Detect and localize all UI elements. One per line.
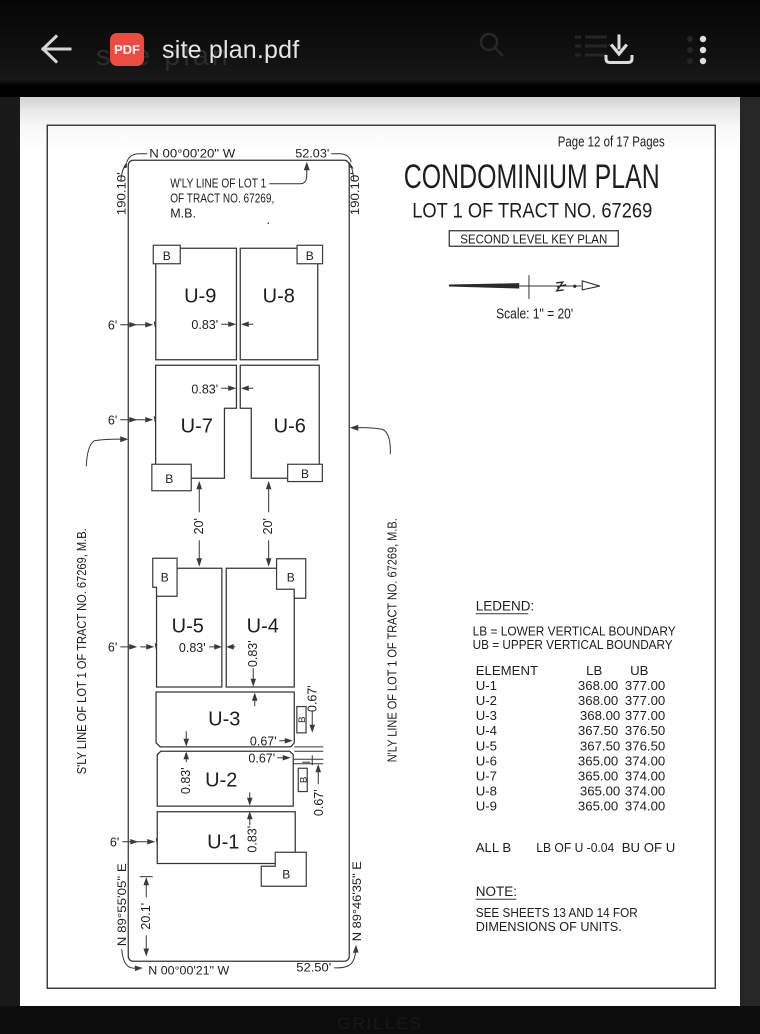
- svg-text:365.00: 365.00: [578, 753, 618, 768]
- svg-text:DIMENSIONS OF UNITS.: DIMENSIONS OF UNITS.: [476, 919, 622, 934]
- svg-text:CONDOMINIUM PLAN: CONDOMINIUM PLAN: [404, 158, 660, 196]
- svg-text:N 00°00'21" W: N 00°00'21" W: [148, 963, 230, 977]
- svg-text:0.83': 0.83': [191, 382, 218, 396]
- svg-text:LB OF U -0.04: LB OF U -0.04: [536, 840, 614, 855]
- svg-text:U-5: U-5: [172, 615, 204, 637]
- svg-text:367.50: 367.50: [580, 738, 620, 753]
- svg-text:SECOND LEVEL KEY PLAN: SECOND LEVEL KEY PLAN: [460, 232, 607, 246]
- svg-text:N 89°55'05" E: N 89°55'05" E: [115, 863, 129, 946]
- svg-text:368.00: 368.00: [578, 678, 618, 693]
- svg-text:377.00: 377.00: [625, 678, 665, 693]
- svg-text:ELEMENT: ELEMENT: [476, 663, 538, 678]
- svg-text:NOTE:: NOTE:: [476, 884, 517, 899]
- svg-text:374.00: 374.00: [625, 768, 665, 783]
- svg-text:U-7: U-7: [476, 768, 497, 783]
- svg-text:U-4: U-4: [476, 723, 497, 738]
- svg-text:U-6: U-6: [274, 415, 306, 437]
- svg-text:20.1': 20.1': [139, 903, 153, 930]
- svg-text:6': 6': [108, 413, 117, 427]
- svg-text:0.67': 0.67': [248, 751, 275, 765]
- svg-text:376.50: 376.50: [625, 738, 665, 753]
- svg-text:LOT 1 OF TRACT NO. 67269: LOT 1 OF TRACT NO. 67269: [412, 199, 652, 222]
- svg-text:6': 6': [110, 835, 119, 849]
- svg-text:0.67': 0.67': [312, 789, 326, 816]
- svg-text:B: B: [161, 570, 169, 584]
- svg-text:365.00: 365.00: [578, 799, 618, 814]
- svg-text:B: B: [282, 867, 290, 881]
- svg-text:365.00: 365.00: [580, 784, 620, 799]
- svg-text:368.00: 368.00: [578, 693, 618, 708]
- svg-text:U-7: U-7: [181, 415, 213, 437]
- svg-text:B: B: [297, 716, 308, 722]
- svg-text:U-4: U-4: [247, 615, 279, 637]
- svg-text:ALL B: ALL B: [476, 840, 512, 855]
- svg-text:U-1: U-1: [207, 831, 239, 853]
- svg-text:BU OF U: BU OF U: [622, 840, 675, 855]
- svg-text:U-9: U-9: [476, 799, 497, 814]
- svg-text:U-5: U-5: [476, 738, 497, 753]
- svg-text:52.03': 52.03': [295, 146, 329, 160]
- svg-text:OF TRACT NO. 67269,: OF TRACT NO. 67269,: [170, 191, 274, 205]
- svg-text:B: B: [163, 249, 171, 263]
- svg-text:0.83': 0.83': [179, 767, 193, 794]
- svg-text:U-3: U-3: [476, 708, 497, 723]
- svg-text:UB: UB: [630, 663, 649, 678]
- svg-text:52.50': 52.50': [296, 960, 331, 974]
- svg-text:20': 20': [261, 518, 275, 534]
- svg-text:6': 6': [108, 640, 117, 654]
- svg-text:190.10': 190.10': [348, 172, 362, 215]
- svg-text:U-2: U-2: [476, 693, 497, 708]
- svg-text:U-8: U-8: [476, 784, 497, 799]
- svg-text:M.B.: M.B.: [170, 206, 196, 220]
- svg-text:0.83': 0.83': [179, 641, 206, 655]
- svg-text:SEE SHEETS 13 AND 14 FOR: SEE SHEETS 13 AND 14 FOR: [476, 905, 638, 920]
- svg-text:0.83': 0.83': [191, 318, 218, 332]
- svg-text:Scale: 1" = 20': Scale: 1" = 20': [496, 305, 573, 322]
- svg-text:20': 20': [192, 518, 206, 534]
- svg-text:B: B: [287, 570, 295, 584]
- svg-text:0.83': 0.83': [245, 826, 259, 853]
- svg-text:U-6: U-6: [476, 753, 497, 768]
- svg-text:374.00: 374.00: [625, 784, 665, 799]
- svg-text:UB = UPPER VERTICAL BOUNDARY: UB = UPPER VERTICAL BOUNDARY: [473, 637, 673, 652]
- svg-text:LEDEND:: LEDEND:: [476, 598, 535, 613]
- svg-text:377.00: 377.00: [625, 708, 665, 723]
- svg-text:374.00: 374.00: [625, 799, 665, 814]
- svg-text:365.00: 365.00: [578, 768, 618, 783]
- svg-text:0.67': 0.67': [305, 685, 319, 712]
- svg-text:0.67': 0.67': [250, 734, 277, 748]
- svg-text:S'LY LINE OF LOT 1 OF TRACT NO: S'LY LINE OF LOT 1 OF TRACT NO. 67269, M…: [75, 528, 89, 774]
- svg-text:U-2: U-2: [205, 769, 237, 791]
- svg-text:190.10': 190.10': [114, 172, 128, 215]
- svg-text:LB = LOWER VERTICAL BOUNDARY: LB = LOWER VERTICAL BOUNDARY: [473, 623, 676, 638]
- svg-text:B: B: [298, 777, 309, 783]
- svg-text:368.00: 368.00: [580, 708, 620, 723]
- svg-text:Page 12 of 17 Pages: Page 12 of 17 Pages: [558, 133, 665, 150]
- svg-text:N 00°00'20" W: N 00°00'20" W: [149, 146, 236, 160]
- svg-text:374.00: 374.00: [625, 753, 665, 768]
- svg-text:U-1: U-1: [476, 678, 497, 693]
- svg-text:376.50: 376.50: [625, 723, 665, 738]
- svg-text:367.50: 367.50: [578, 723, 618, 738]
- svg-text:U-3: U-3: [208, 708, 240, 730]
- svg-text:N 89°46'35" E: N 89°46'35" E: [350, 861, 364, 941]
- svg-text:N'LY LINE OF LOT 1 OF TRACT NO: N'LY LINE OF LOT 1 OF TRACT NO. 67269, M…: [385, 518, 399, 762]
- svg-text:B: B: [301, 467, 309, 481]
- svg-text:LB: LB: [586, 663, 602, 678]
- svg-text:U-9: U-9: [184, 285, 216, 307]
- svg-text:0.83': 0.83': [246, 640, 260, 667]
- svg-text:W'LY LINE OF LOT 1: W'LY LINE OF LOT 1: [170, 176, 266, 190]
- svg-text:377.00: 377.00: [625, 693, 665, 708]
- svg-text:B: B: [306, 249, 314, 263]
- svg-text:U-8: U-8: [263, 285, 295, 307]
- svg-text:B: B: [165, 472, 173, 486]
- svg-text:6': 6': [108, 318, 117, 332]
